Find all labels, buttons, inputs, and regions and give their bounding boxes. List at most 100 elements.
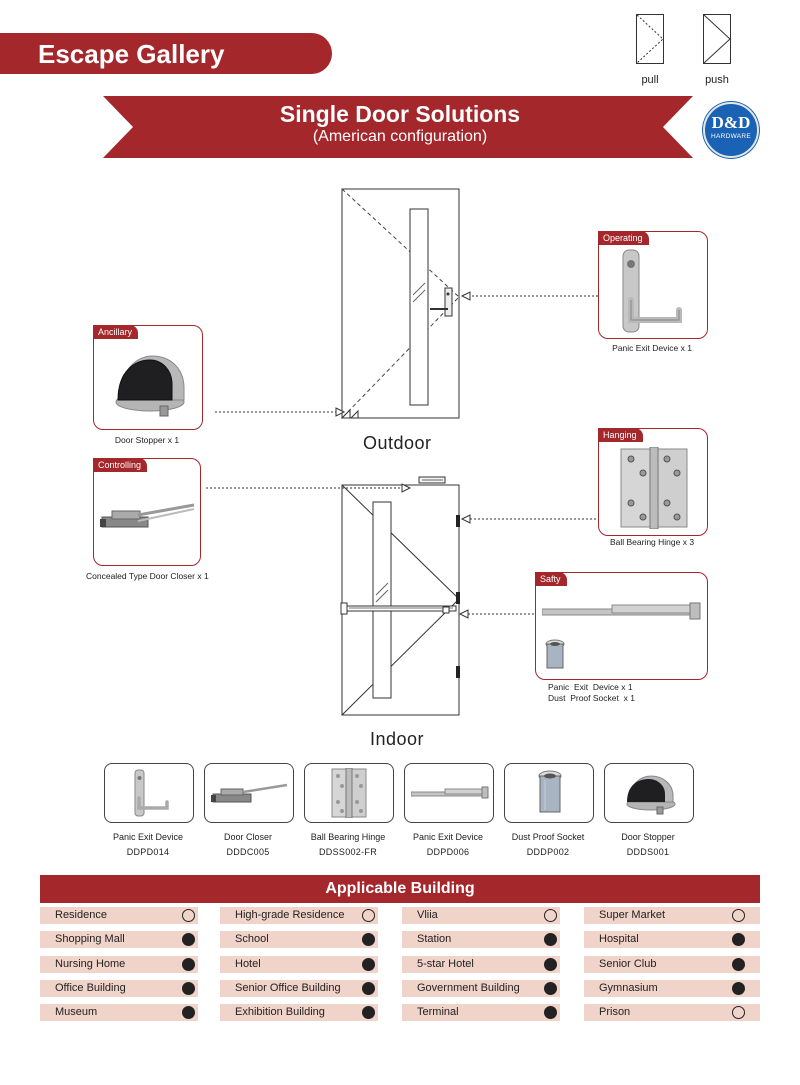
applicable-empty-dot-icon — [732, 1006, 745, 1020]
banner-subtitle: (American configuration) — [312, 128, 488, 145]
building-label: Hotel — [235, 957, 261, 970]
building-cell: Super Market — [584, 907, 760, 924]
product-box-dust-proof-socket — [504, 763, 594, 823]
applicable-filled-dot-icon — [182, 957, 195, 971]
product-name: Door Stopper — [621, 832, 675, 842]
indoor-door — [340, 476, 460, 716]
building-cell: Prison — [584, 1004, 760, 1022]
product-code: DDPD006 — [426, 847, 470, 857]
building-cell: School — [220, 931, 378, 949]
building-label: Prison — [599, 1006, 631, 1019]
applicable-filled-dot-icon — [544, 1006, 557, 1020]
applicable-filled-dot-icon — [544, 981, 557, 995]
product-box-ball-bearing-hinge — [304, 763, 394, 823]
product-box-panic-exit-device-1 — [104, 763, 194, 823]
building-label: Shopping Mall — [55, 933, 125, 946]
building-label: Senior Club — [599, 957, 657, 970]
building-cell: Hospital — [584, 931, 760, 949]
push-bar-icon — [411, 786, 489, 799]
safty-tag: Safty — [535, 572, 567, 586]
applicable-filled-dot-icon — [182, 1006, 195, 1020]
building-cell: Government Building — [402, 979, 560, 997]
product-code: DDPD014 — [126, 847, 170, 857]
hinge-icon — [331, 768, 367, 818]
operating-caption: Panic Exit Device x 1 — [612, 343, 692, 353]
socket-icon — [545, 639, 565, 669]
socket-icon — [538, 770, 562, 813]
building-label: Terminal — [417, 1006, 459, 1019]
product-code: DDDS001 — [626, 847, 670, 857]
building-label: Office Building — [55, 981, 126, 994]
outdoor-label: Outdoor — [363, 433, 432, 453]
hanging-caption: Ball Bearing Hinge x 3 — [609, 537, 695, 547]
logo-subtext: HARDWARE — [710, 133, 752, 140]
applicable-filled-dot-icon — [544, 957, 557, 971]
building-label: Government Building — [417, 981, 520, 994]
building-cell: Exhibition Building — [220, 1004, 378, 1022]
controlling-card: Controlling — [93, 458, 201, 566]
applicable-empty-dot-icon — [732, 909, 745, 922]
pull-label: pull — [641, 74, 659, 86]
door-closer-icon — [100, 503, 195, 528]
controlling-tag: Controlling — [93, 458, 148, 472]
building-cell: Residence — [40, 907, 198, 924]
building-cell: Terminal — [402, 1004, 560, 1022]
hanging-card: Hanging — [598, 428, 708, 536]
building-label: Gymnasium — [599, 981, 658, 994]
building-label: Residence — [55, 909, 107, 921]
controlling-caption: Concealed Type Door Closer x 1 — [86, 571, 209, 581]
brand-logo — [703, 102, 759, 158]
building-label: School — [235, 933, 269, 946]
title-banner — [103, 96, 693, 158]
push-bar-icon — [542, 602, 701, 620]
indoor-label: Indoor — [370, 729, 425, 749]
building-cell: Station — [402, 931, 560, 949]
lever-handle-icon — [134, 769, 169, 817]
product-name: Panic Exit Device — [112, 832, 184, 842]
product-name: Panic Exit Device — [412, 832, 484, 842]
building-label: Nursing Home — [55, 957, 126, 970]
operating-tag: Operating — [598, 231, 649, 245]
push-door-icon — [703, 14, 731, 64]
ancillary-tag: Ancillary — [93, 325, 139, 339]
applicable-empty-dot-icon — [544, 909, 557, 922]
building-label: Hospital — [599, 933, 639, 946]
applicable-filled-dot-icon — [182, 981, 195, 995]
header-tab — [0, 33, 332, 74]
applicable-filled-dot-icon — [732, 933, 745, 947]
applicable-empty-dot-icon — [362, 909, 375, 922]
building-label: Super Market — [599, 909, 666, 921]
pull-door-icon — [636, 14, 664, 64]
door-stopper-icon — [626, 775, 676, 815]
lever-handle-icon — [622, 249, 682, 333]
building-cell: Senior Office Building — [220, 979, 378, 997]
building-cell: Office Building — [40, 979, 198, 997]
applicable-empty-dot-icon — [182, 909, 195, 922]
applicable-filled-dot-icon — [182, 933, 195, 947]
applicable-filled-dot-icon — [362, 933, 375, 947]
applicable-building-header — [40, 875, 760, 903]
door-stopper-icon — [115, 355, 185, 417]
door-closer-icon — [211, 783, 288, 803]
building-cell: Vliia — [402, 907, 560, 924]
push-label: push — [705, 74, 729, 86]
door-diagram — [206, 188, 598, 716]
product-code: DDDC005 — [226, 847, 270, 857]
product-box-door-closer — [204, 763, 294, 823]
building-cell: Gymnasium — [584, 979, 760, 997]
building-cell: Senior Club — [584, 955, 760, 973]
hinge-icon — [620, 447, 688, 529]
building-cell: 5-star Hotel — [402, 955, 560, 973]
applicable-building-title: Applicable Building — [325, 880, 475, 897]
building-label: Vliia — [417, 909, 438, 921]
safty-card: Safty — [535, 572, 708, 680]
building-cell: Nursing Home — [40, 955, 198, 973]
applicable-filled-dot-icon — [732, 957, 745, 971]
hanging-tag: Hanging — [598, 428, 643, 442]
building-cell: Hotel — [220, 955, 378, 973]
building-label: Museum — [55, 1006, 98, 1019]
outdoor-door — [340, 188, 460, 419]
product-code: DDSS002-FR — [318, 847, 377, 857]
applicable-filled-dot-icon — [362, 1006, 375, 1020]
page-title: Escape Gallery — [38, 39, 225, 69]
